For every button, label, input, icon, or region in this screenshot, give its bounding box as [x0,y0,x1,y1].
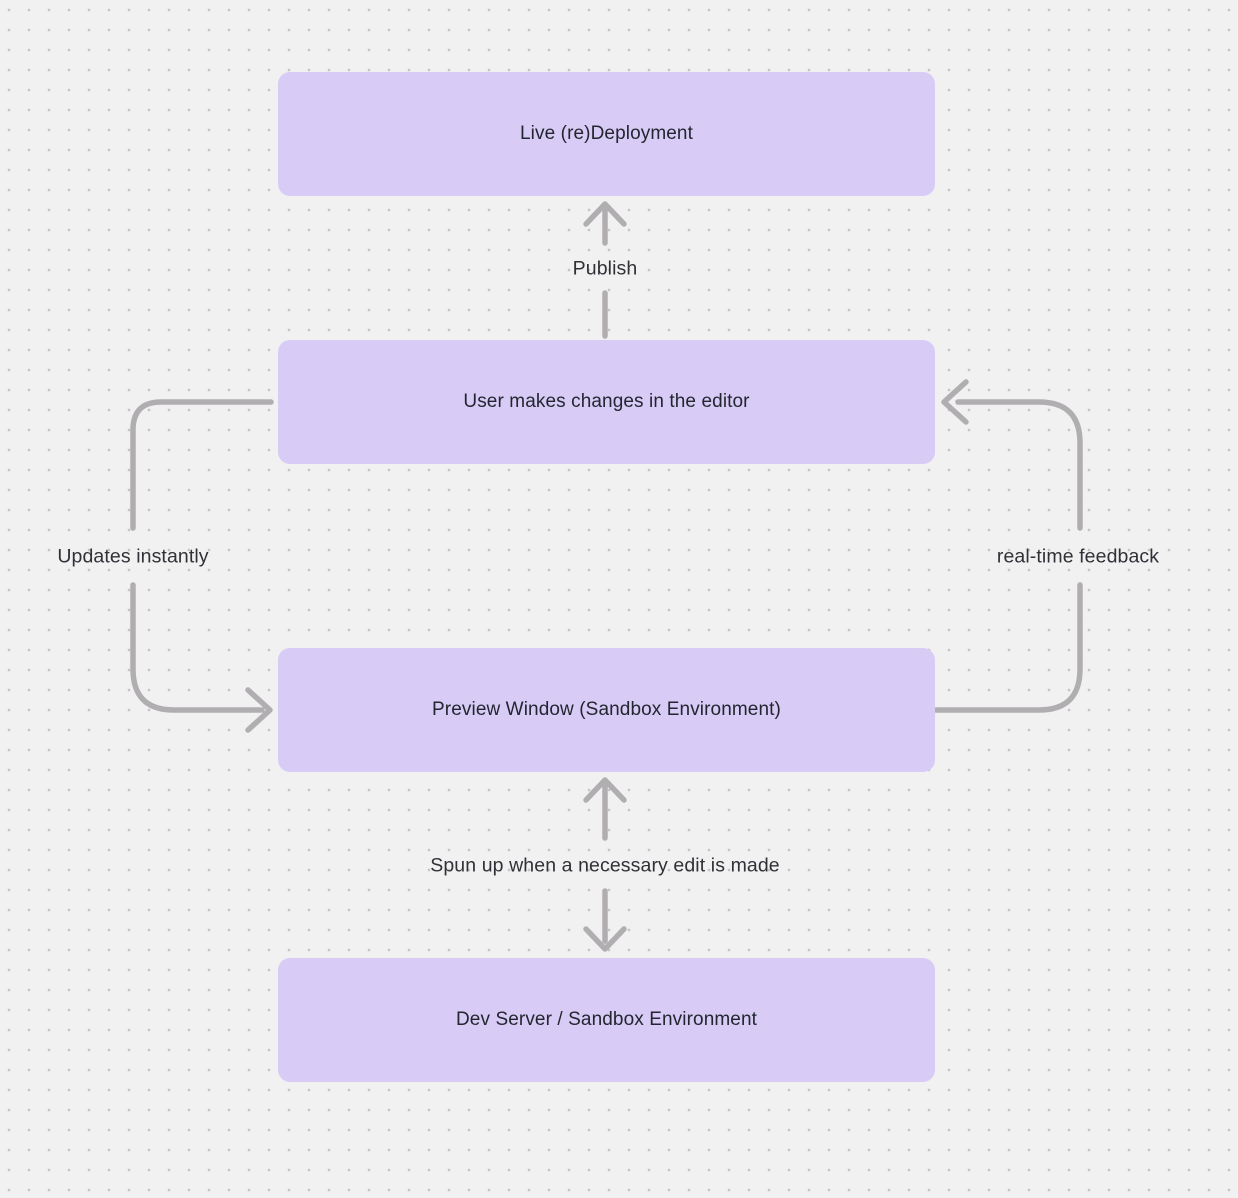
arrow-shaft [130,582,265,713]
node-user-editor[interactable]: User makes changes in the editor [278,340,935,464]
edge-label-publish: Publish [572,257,638,280]
node-label: Preview Window (Sandbox Environment) [432,699,781,720]
node-label: Live (re)Deployment [520,123,693,144]
arrow-head-right-icon [245,687,273,733]
node-dev-server[interactable]: Dev Server / Sandbox Environment [278,958,935,1082]
edge-label-spun-up: Spun up when a necessary edit is made [430,854,780,877]
node-label: Dev Server / Sandbox Environment [455,1009,757,1030]
node-preview-window[interactable]: Preview Window (Sandbox Environment) [278,648,935,772]
arrow-head-up-icon [583,201,627,227]
arrow-head-up-icon [583,777,627,803]
arrow-shaft [130,399,274,531]
arrow-shaft [955,399,1083,531]
arrow-head-left-icon [941,379,969,425]
edge-label-realtime-feedback: real-time feedback [996,545,1160,568]
arrow-shaft [933,582,1083,713]
node-label: User makes changes in the editor [463,391,750,412]
arrow-head-down-icon [583,926,627,952]
edge-label-updates-instantly: Updates instantly [57,545,209,568]
node-live-deployment[interactable]: Live (re)Deployment [278,72,935,196]
